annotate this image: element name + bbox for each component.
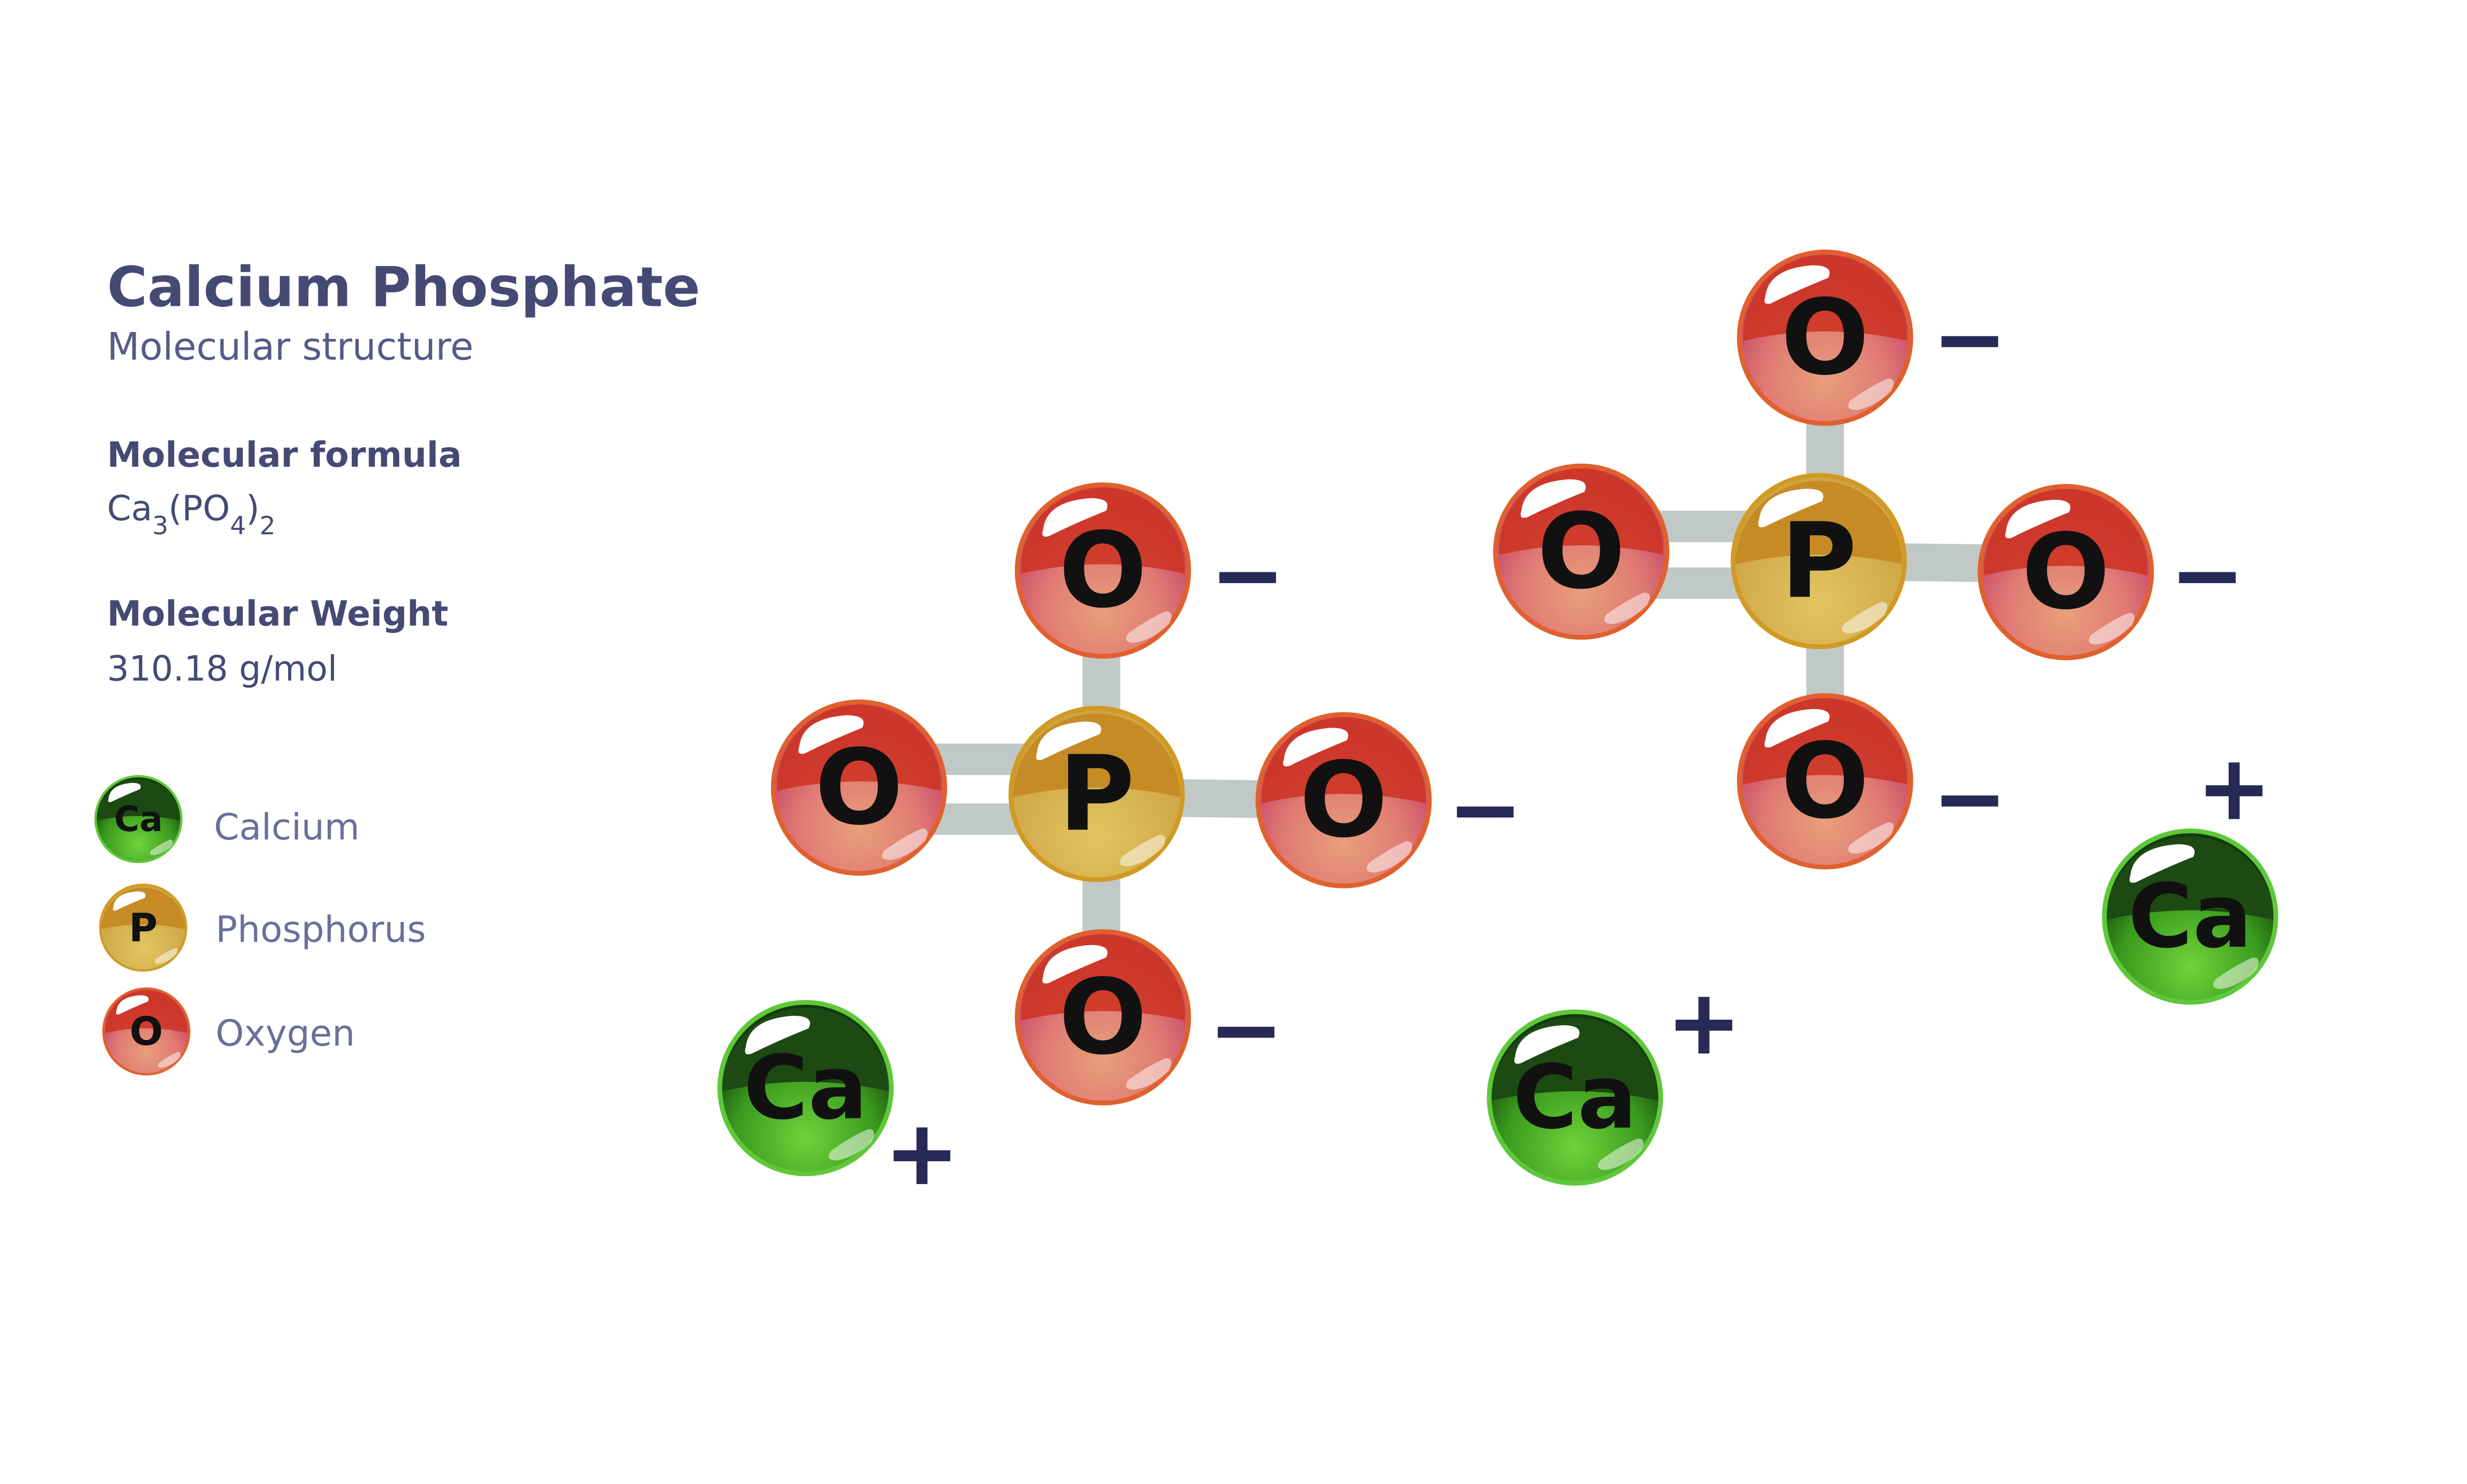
calcium-atom-icon: Ca (94, 775, 183, 863)
legend: Ca Calcium P Phosphorus O Oxygen (94, 775, 426, 1076)
legend-item-phosphorus: P Phosphorus (99, 883, 426, 972)
svg-text:O: O (1537, 491, 1625, 612)
calcium-ion-1: Ca (717, 1000, 951, 1185)
calcium-atom: Ca (2102, 828, 2279, 1005)
phosphate-ion-2: O O O O P (1493, 249, 2236, 870)
calcium-ion-3: Ca (2102, 762, 2279, 1005)
legend-label: Calcium (214, 807, 360, 849)
oxygen-atom: O (1014, 929, 1191, 1106)
phosphate-ion-1: O O O O P (771, 482, 1514, 1106)
oxygen-atom: O (771, 699, 947, 876)
svg-text:O: O (1059, 957, 1147, 1078)
oxygen-atom-icon: O (102, 987, 190, 1076)
svg-text:O: O (1300, 740, 1388, 860)
oxygen-atom: O (1737, 693, 1913, 870)
page-title: Calcium Phosphate (107, 256, 700, 320)
svg-text:Ca: Ca (744, 1037, 868, 1140)
svg-text:Ca: Ca (1513, 1046, 1637, 1149)
formula-label: Molecular formula (107, 435, 462, 475)
negative-charge (2179, 572, 2236, 583)
weight-label: Molecular Weight (107, 594, 449, 634)
svg-text:O: O (1781, 721, 1869, 842)
svg-text:O: O (1781, 277, 1869, 398)
svg-text:O: O (1059, 510, 1147, 631)
positive-charge (1676, 997, 1732, 1054)
oxygen-atom: O (1737, 249, 1913, 426)
svg-text:P: P (1058, 734, 1134, 854)
page-subtitle: Molecular structure (107, 325, 474, 369)
svg-text:P: P (1781, 501, 1857, 622)
oxygen-atom: O (1978, 484, 2154, 661)
svg-text:O: O (815, 727, 903, 848)
svg-text:P: P (129, 905, 157, 951)
formula-value: Ca3(PO4)2 (107, 488, 276, 541)
oxygen-atom: O (1493, 463, 1670, 640)
svg-text:O: O (2021, 512, 2110, 632)
weight-value: 310.18 g/mol (107, 649, 337, 689)
oxygen-atom: O (1014, 482, 1191, 659)
svg-text:Ca: Ca (114, 799, 163, 839)
legend-item-oxygen: O Oxygen (102, 987, 355, 1076)
legend-label: Oxygen (216, 1012, 355, 1054)
svg-text:Ca: Ca (2128, 865, 2252, 968)
calcium-atom: Ca (1487, 1009, 1663, 1186)
negative-charge (1941, 336, 1998, 347)
calcium-ion-2: Ca (1487, 997, 1732, 1186)
phosphorus-atom-icon: P (99, 883, 187, 972)
negative-charge (1941, 795, 1998, 807)
positive-charge (2205, 762, 2263, 819)
svg-text:O: O (130, 1008, 163, 1054)
negative-charge (1457, 806, 1514, 818)
oxygen-atom: O (1255, 712, 1432, 889)
phosphorus-atom: P (1009, 705, 1185, 882)
phosphorus-atom: P (1730, 473, 1907, 649)
negative-charge (1219, 572, 1276, 583)
positive-charge (894, 1127, 951, 1185)
calcium-atom: Ca (717, 1000, 894, 1177)
negative-charge (1218, 1027, 1274, 1038)
legend-item-calcium: Ca Calcium (94, 775, 360, 863)
legend-label: Phosphorus (216, 909, 426, 951)
